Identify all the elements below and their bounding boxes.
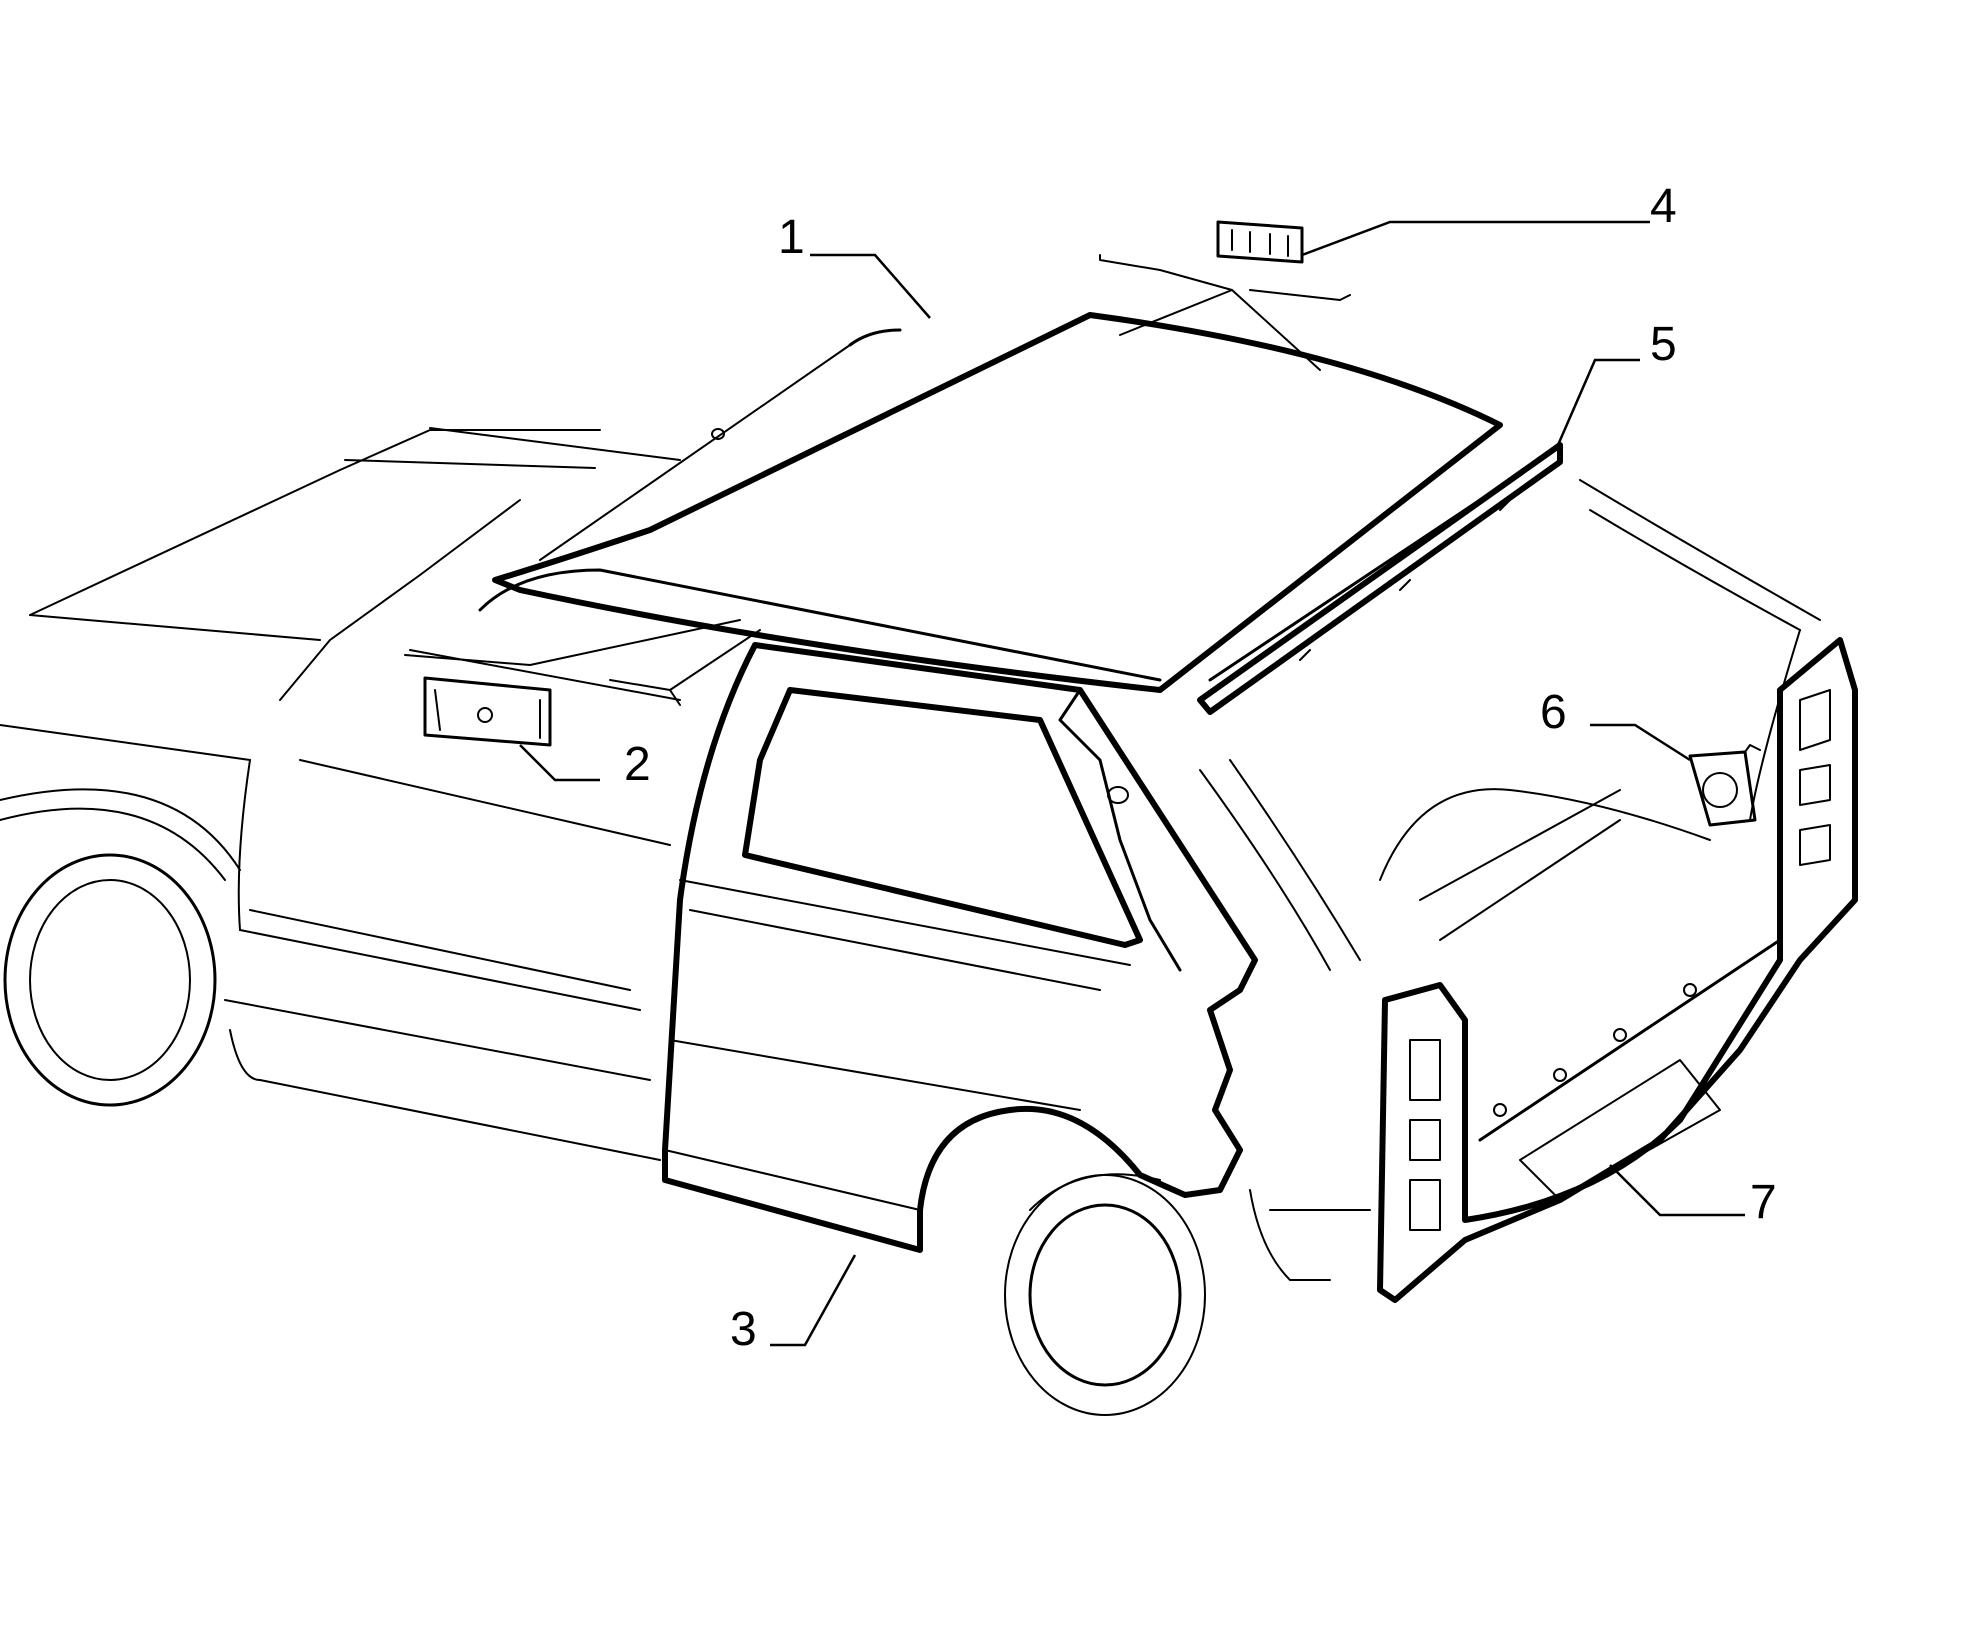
rear-panel-part — [1377, 637, 1858, 1303]
leader-4 — [1301, 220, 1650, 257]
callout-label-4: 4 — [1650, 180, 1677, 233]
leader-3 — [770, 1254, 857, 1347]
leader-6 — [1590, 723, 1691, 762]
callout-label-1: 1 — [778, 211, 805, 264]
callout-label-3: 3 — [730, 1303, 757, 1356]
roof-rear-rail-part — [1197, 442, 1563, 715]
callout-label-2: 2 — [624, 738, 651, 791]
callout-label-6: 6 — [1540, 686, 1567, 739]
roof-panel-part — [478, 312, 1503, 693]
plate-part — [1688, 744, 1761, 827]
leader-1 — [810, 253, 931, 319]
leader-5 — [1556, 358, 1640, 446]
callout-leaders — [519, 220, 1745, 1347]
clip-part — [1099, 220, 1351, 371]
bracket-part — [404, 619, 761, 747]
leader-2 — [519, 744, 600, 782]
leader-7 — [1609, 1164, 1745, 1217]
callout-label-5: 5 — [1650, 318, 1677, 371]
car-body-outline — [0, 427, 1821, 1416]
side-panel-part — [662, 642, 1258, 1253]
callout-labels: 1 2 3 4 5 6 7 — [624, 180, 1777, 1356]
callout-label-7: 7 — [1750, 1176, 1777, 1229]
